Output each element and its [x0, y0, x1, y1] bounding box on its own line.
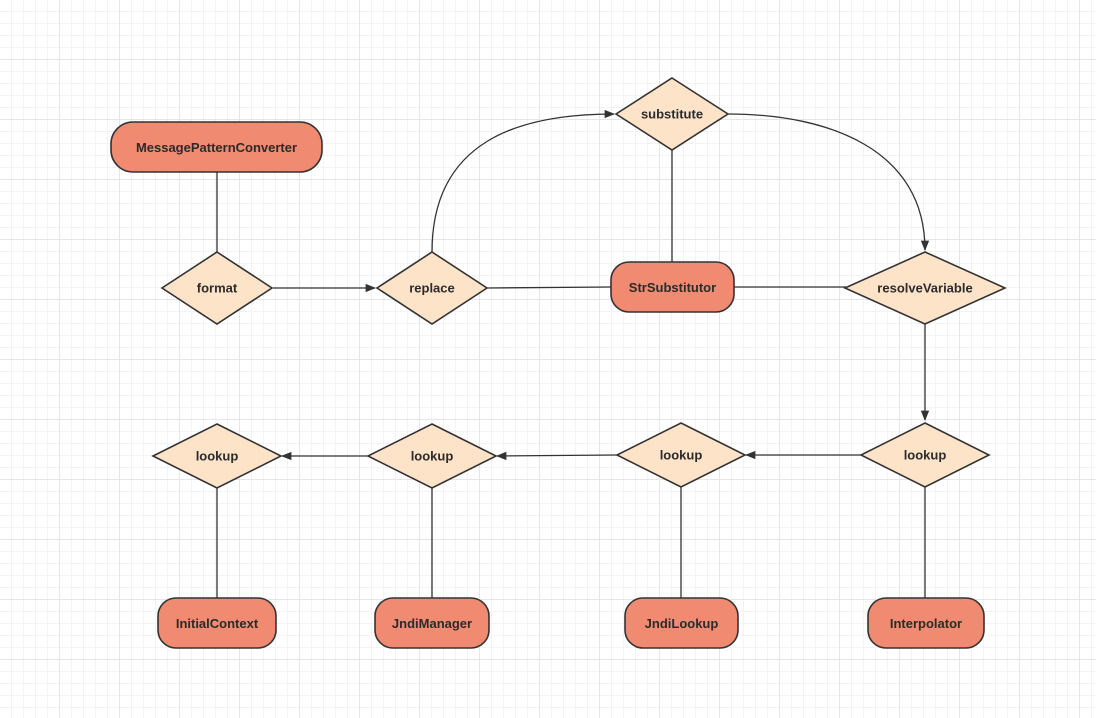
node-lookup-initial-context[interactable]: lookup	[151, 423, 283, 489]
node-label: MessagePatternConverter	[136, 140, 297, 155]
connectors	[216, 109, 930, 598]
node-label: Interpolator	[890, 616, 962, 631]
node-label: substitute	[641, 107, 703, 122]
node-replace[interactable]: replace	[375, 251, 489, 325]
node-label: replace	[409, 281, 455, 296]
node-message-pattern-converter[interactable]: MessagePatternConverter	[110, 121, 323, 173]
node-label: lookup	[411, 449, 454, 464]
node-label: format	[197, 281, 238, 296]
node-label: lookup	[196, 449, 239, 464]
node-label: lookup	[904, 448, 947, 463]
edge-lookup-jndilookup-to-jndimanager	[495, 451, 618, 461]
edge-substitute-resolvevariable	[727, 113, 930, 252]
node-lookup-jndi-lookup[interactable]: lookup	[615, 422, 747, 488]
node-initial-context[interactable]: InitialContext	[157, 597, 277, 649]
node-label: lookup	[660, 448, 703, 463]
node-jndi-manager[interactable]: JndiManager	[374, 597, 490, 649]
node-jndi-lookup[interactable]: JndiLookup	[624, 597, 739, 649]
node-lookup-jndi-manager[interactable]: lookup	[366, 423, 498, 489]
node-label: JndiManager	[392, 616, 472, 631]
node-label: InitialContext	[176, 616, 259, 631]
node-str-substitutor[interactable]: StrSubstitutor	[610, 261, 735, 313]
node-lookup-interpolator[interactable]: lookup	[859, 422, 991, 488]
node-format[interactable]: format	[160, 251, 274, 325]
edge-replace-substitute	[431, 109, 616, 253]
node-substitute[interactable]: substitute	[614, 77, 730, 151]
node-label: JndiLookup	[645, 616, 719, 631]
node-label: StrSubstitutor	[629, 280, 716, 295]
edge-replace-strsubstitutor	[486, 286, 612, 289]
node-resolve-variable[interactable]: resolveVariable	[843, 251, 1007, 325]
node-interpolator[interactable]: Interpolator	[867, 597, 985, 649]
node-label: resolveVariable	[877, 281, 972, 296]
